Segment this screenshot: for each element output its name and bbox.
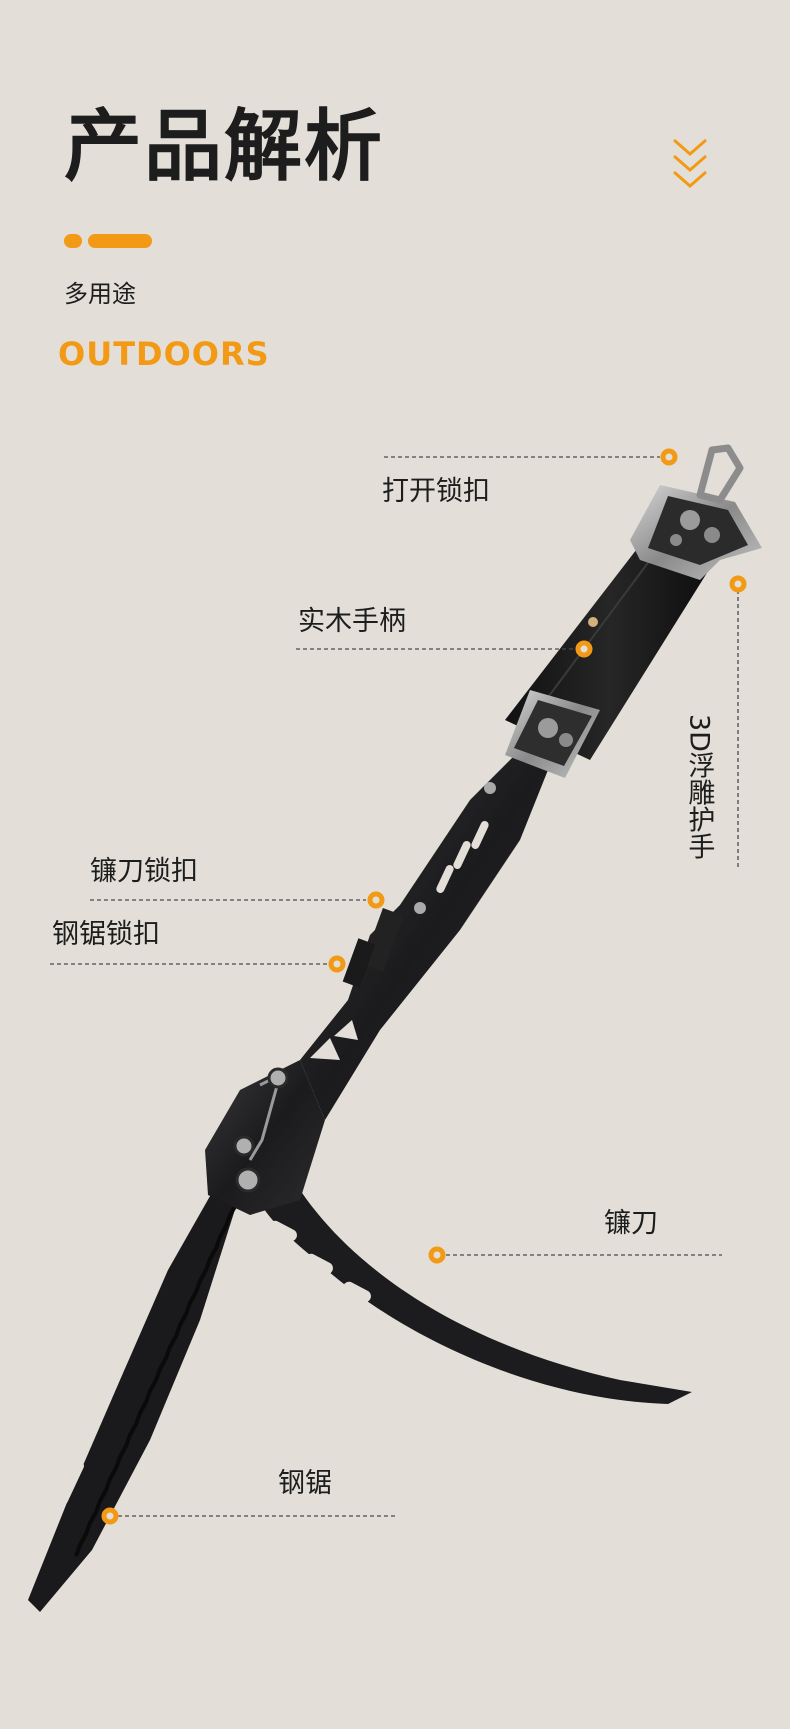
label-sickle: 镰刀 bbox=[604, 1208, 658, 1239]
tagline: OUTDOORS bbox=[58, 335, 270, 373]
marker-sickle-lock bbox=[367, 891, 385, 909]
marker-saw bbox=[101, 1507, 119, 1525]
accent-bar bbox=[64, 234, 152, 248]
marker-sickle bbox=[428, 1246, 446, 1264]
label-sickle-lock: 镰刀锁扣 bbox=[90, 856, 198, 887]
pivot-block bbox=[205, 1060, 325, 1215]
label-relief-guard: 3D浮雕护手 bbox=[683, 714, 715, 860]
marker-relief-guard bbox=[729, 575, 747, 593]
subtitle: 多用途 bbox=[64, 280, 136, 308]
lock-ring bbox=[696, 444, 744, 504]
saw-blade bbox=[28, 1175, 238, 1612]
label-saw-lock: 钢锯锁扣 bbox=[52, 919, 160, 950]
page-title: 产品解析 bbox=[64, 102, 385, 192]
marker-wood-handle bbox=[575, 640, 593, 658]
marker-open-lock bbox=[660, 448, 678, 466]
label-wood-handle: 实木手柄 bbox=[298, 606, 406, 637]
label-open-lock: 打开锁扣 bbox=[382, 476, 490, 507]
label-saw: 钢锯 bbox=[278, 1468, 332, 1499]
main-shaft bbox=[300, 740, 560, 1120]
chevron-down-icon bbox=[673, 138, 707, 188]
marker-saw-lock bbox=[328, 955, 346, 973]
